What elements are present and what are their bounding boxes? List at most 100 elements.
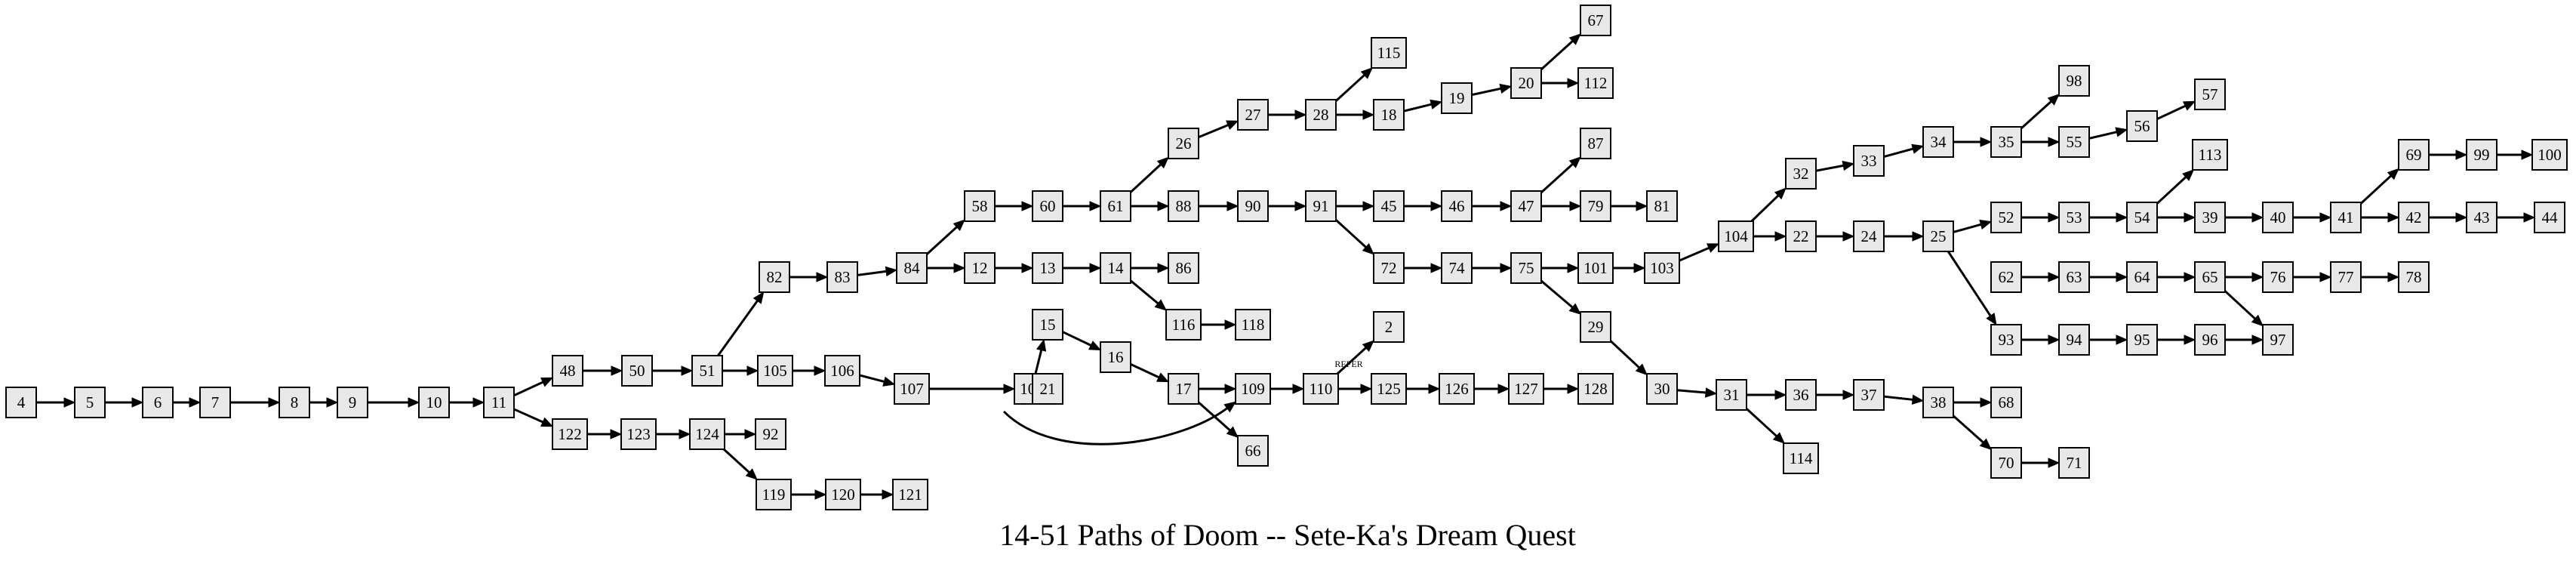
node-box <box>1990 447 2022 479</box>
node-label: 45 <box>1381 197 1397 215</box>
edge-26-to-27 <box>1198 120 1239 139</box>
edge-line <box>1130 279 1159 305</box>
edge-line <box>2156 176 2187 205</box>
node-77: 77 <box>2330 261 2362 293</box>
arrowhead <box>814 365 826 376</box>
arrowhead <box>816 272 829 282</box>
arrowhead <box>2387 168 2399 180</box>
edge-19-to-20 <box>1471 83 1513 97</box>
node-box <box>2126 324 2158 356</box>
arrowhead <box>1569 201 1582 211</box>
node-label: 123 <box>626 425 651 443</box>
arrowhead <box>1294 109 1307 120</box>
node-box <box>2058 324 2090 356</box>
arrowhead <box>1294 201 1307 211</box>
node-122: 122 <box>552 418 588 450</box>
arrowhead <box>1156 156 1169 169</box>
node-label: 20 <box>1519 74 1534 92</box>
node-box <box>1853 379 1885 411</box>
node-115: 115 <box>1371 37 1407 69</box>
node-box <box>1373 311 1405 343</box>
node-label: 86 <box>1176 259 1192 277</box>
node-101: 101 <box>1577 252 1614 284</box>
node-5: 5 <box>74 387 106 418</box>
edge-line <box>859 374 885 383</box>
edge-line <box>717 300 759 356</box>
node-119: 119 <box>756 479 792 510</box>
node-56: 56 <box>2126 110 2158 142</box>
arrowhead <box>1633 263 1646 273</box>
node-label: 39 <box>2202 208 2218 227</box>
node-box <box>1646 190 1678 222</box>
node-79: 79 <box>1580 190 1611 222</box>
node-128: 128 <box>1577 373 1614 405</box>
edge-14-to-86 <box>1131 263 1170 273</box>
node-12: 12 <box>964 252 996 284</box>
node-69: 69 <box>2398 139 2430 171</box>
node-103: 103 <box>1644 252 1680 284</box>
node-label: 46 <box>1449 197 1465 215</box>
node-box <box>2398 202 2430 233</box>
node-18: 18 <box>1373 99 1405 131</box>
arrowhead <box>1360 384 1373 394</box>
node-box <box>824 355 860 387</box>
node-box <box>1032 373 1063 405</box>
edge-17-to-66 <box>1198 401 1239 439</box>
node-46: 46 <box>1441 190 1473 222</box>
node-box <box>1303 373 1339 405</box>
edge-58-to-60 <box>995 201 1034 211</box>
arrowhead <box>2048 212 2060 223</box>
edge-110-to-125 <box>1338 384 1373 394</box>
edge-line <box>1540 163 1574 194</box>
edge-31-to-114 <box>1745 408 1786 444</box>
node-76: 76 <box>2262 261 2294 293</box>
node-92: 92 <box>755 418 786 450</box>
edge-79-to-81 <box>1611 201 1648 211</box>
node-label: 5 <box>86 393 94 412</box>
arrowhead <box>1088 341 1102 350</box>
edge-line <box>1750 194 1779 223</box>
edge-14-to-116 <box>1130 279 1167 311</box>
node-label: 21 <box>1040 380 1056 398</box>
arrowhead <box>1979 438 1992 451</box>
arrowhead <box>882 376 896 387</box>
node-box <box>1168 252 1199 284</box>
node-82: 82 <box>759 261 790 293</box>
edge-32-to-33 <box>1815 160 1855 172</box>
edge-7-to-8 <box>230 397 281 408</box>
arrowhead <box>2523 212 2536 223</box>
node-box <box>1510 67 1542 99</box>
node-26: 26 <box>1168 128 1199 159</box>
node-label: 63 <box>2067 268 2082 286</box>
node-36: 36 <box>1785 379 1817 411</box>
node-box <box>1990 261 2022 293</box>
node-box <box>1922 387 1954 418</box>
edge-95-to-96 <box>2157 334 2196 345</box>
arrowhead <box>1979 219 1993 230</box>
edge-line <box>1540 40 1574 71</box>
node-label: 60 <box>1040 197 1056 215</box>
node-label: 15 <box>1040 316 1056 334</box>
edge-54-to-113 <box>2156 169 2195 205</box>
arrowhead <box>1089 201 1102 211</box>
node-93: 93 <box>1990 324 2022 356</box>
node-32: 32 <box>1785 158 1817 190</box>
node-box <box>757 355 793 387</box>
node-94: 94 <box>2058 324 2090 356</box>
edge-48-to-50 <box>583 365 623 376</box>
node-126: 126 <box>1439 373 1475 405</box>
node-71: 71 <box>2058 447 2090 479</box>
edge-line <box>857 270 887 276</box>
edge-119-to-120 <box>791 489 827 500</box>
node-53: 53 <box>2058 202 2090 233</box>
node-box <box>2126 202 2158 233</box>
node-label: 81 <box>1654 197 1670 215</box>
edge-61-to-88 <box>1131 201 1170 211</box>
arrowhead <box>1428 384 1441 394</box>
node-box <box>1853 220 1885 252</box>
node-81: 81 <box>1646 190 1678 222</box>
edge-20-to-112 <box>1541 78 1580 88</box>
node-box <box>1168 128 1199 159</box>
arrowhead <box>1774 187 1787 200</box>
node-19: 19 <box>1441 82 1473 114</box>
